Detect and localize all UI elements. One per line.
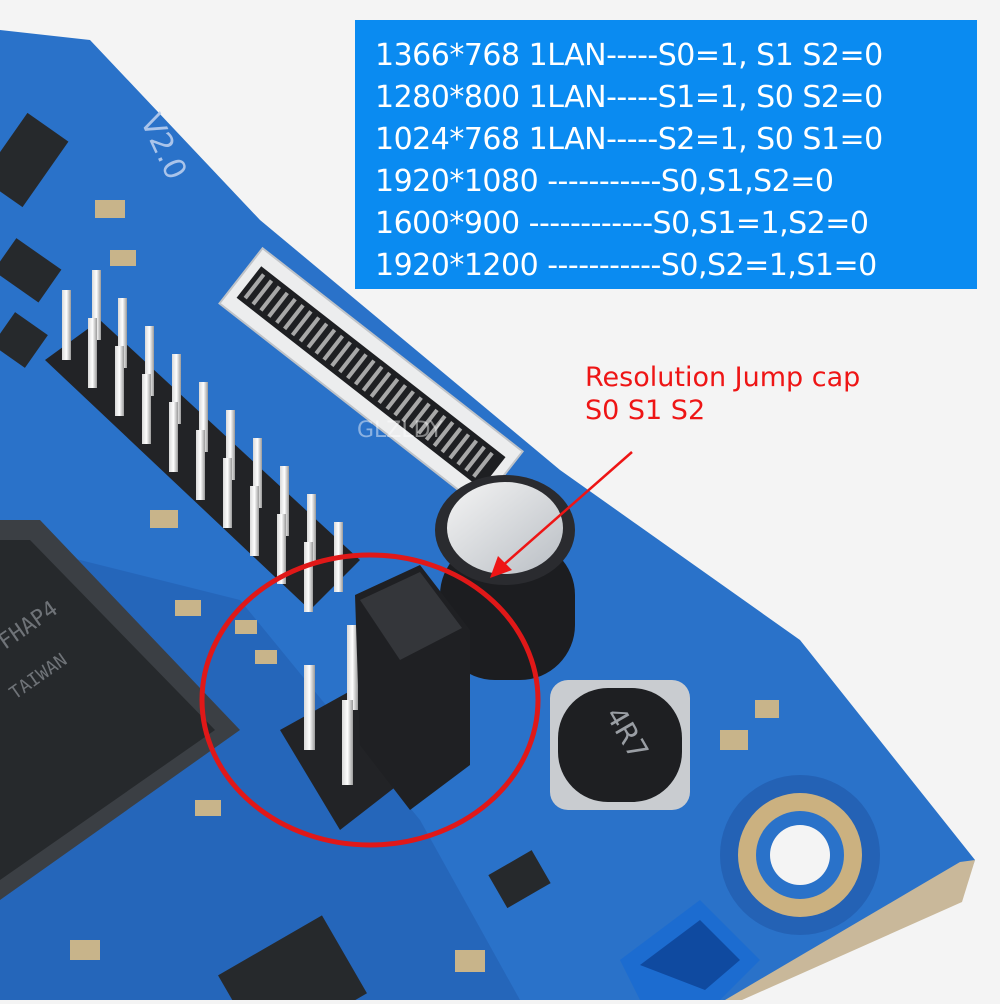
left-chip-small-2	[0, 312, 48, 368]
pin-header-main	[45, 270, 360, 612]
callout-arrow-line	[499, 451, 633, 569]
resolution-row: 1920*1080 -----------S0,S1,S2=0	[375, 164, 834, 199]
fpc-connector	[218, 246, 525, 508]
left-chip-small	[0, 238, 62, 303]
smd-component	[95, 200, 125, 218]
pcb-edge	[725, 860, 975, 1000]
bottom-chip	[218, 915, 367, 1004]
resolution-row: 1366*768 1LAN-----S0=1, S1 S2=0	[375, 38, 883, 73]
smd-parts	[70, 510, 779, 972]
electrolytic-capacitor	[435, 475, 575, 680]
mounting-hole	[720, 775, 880, 935]
power-inductor: 4R7	[550, 680, 690, 810]
smd-component	[110, 250, 136, 266]
resolution-row: 1280*800 1LAN-----S1=1, S0 S2=0	[375, 80, 883, 115]
jump-cap	[355, 565, 470, 810]
highlight-circle	[199, 552, 541, 848]
resolution-row: 1600*900 ------------S0,S1=1,S2=0	[375, 206, 869, 241]
resolution-row: 1024*768 1LAN-----S2=1, S0 S1=0	[375, 122, 883, 157]
resolution-row: 1920*1200 -----------S0,S2=1,S1=0	[375, 248, 877, 283]
resolution-table: 1366*768 1LAN-----S0=1, S1 S2=0 1280*800…	[355, 20, 977, 289]
callout-arrow-head	[490, 556, 512, 578]
main-controller-chip: FHAP4 TAIWAN	[0, 520, 240, 900]
callout-pins: S0 S1 S2	[585, 395, 706, 426]
top-left-chip	[0, 112, 69, 208]
blue-connector	[620, 900, 760, 1000]
sot-chip	[488, 850, 551, 909]
callout-title: Resolution Jump cap	[585, 362, 861, 393]
watermark: GLZLDY	[357, 418, 443, 443]
